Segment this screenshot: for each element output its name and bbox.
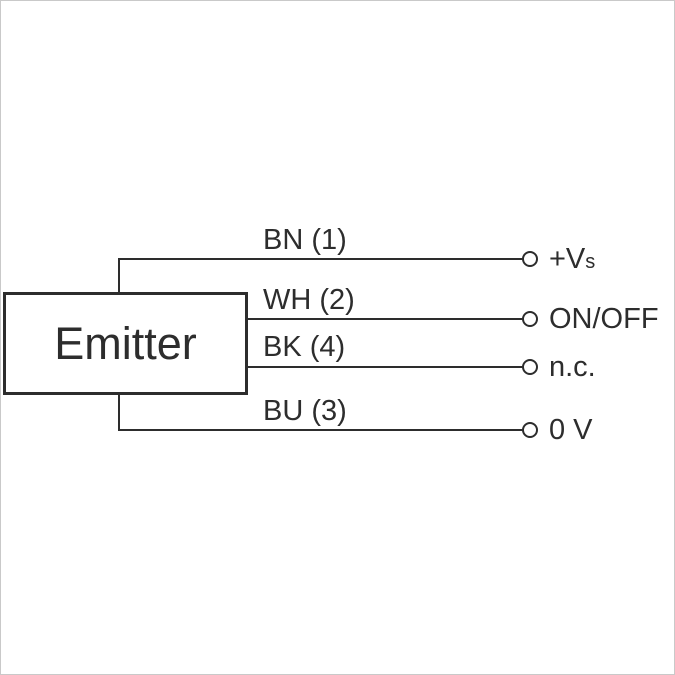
wire-label-wh: WH (2) <box>263 284 355 316</box>
wire-bk-horizontal-segment <box>246 366 523 368</box>
terminal-circle-wh <box>522 311 538 327</box>
wire-bn-vertical-segment <box>118 258 120 293</box>
terminal-circle-bn <box>522 251 538 267</box>
wire-bu-horizontal-segment <box>118 429 523 431</box>
terminal-circle-bk <box>522 359 538 375</box>
terminal-label-nc: n.c. <box>549 351 596 383</box>
wire-wh-horizontal-segment <box>246 318 523 320</box>
terminal-label-vs-subscript: s <box>585 251 596 273</box>
terminal-label-vs: +Vs <box>549 243 595 278</box>
emitter-box: Emitter <box>3 292 248 395</box>
terminal-label-vs-main: +V <box>549 243 586 275</box>
terminal-label-0v: 0 V <box>549 414 593 446</box>
wire-label-bk: BK (4) <box>263 331 346 363</box>
wire-bn-horizontal-segment <box>118 258 523 260</box>
terminal-label-on-off: ON/OFF <box>549 303 659 335</box>
wire-label-bu: BU (3) <box>263 395 347 427</box>
terminal-circle-bu <box>522 422 538 438</box>
wire-label-bn: BN (1) <box>263 224 347 256</box>
emitter-label: Emitter <box>54 318 197 369</box>
wire-bu-vertical-segment <box>118 393 120 431</box>
